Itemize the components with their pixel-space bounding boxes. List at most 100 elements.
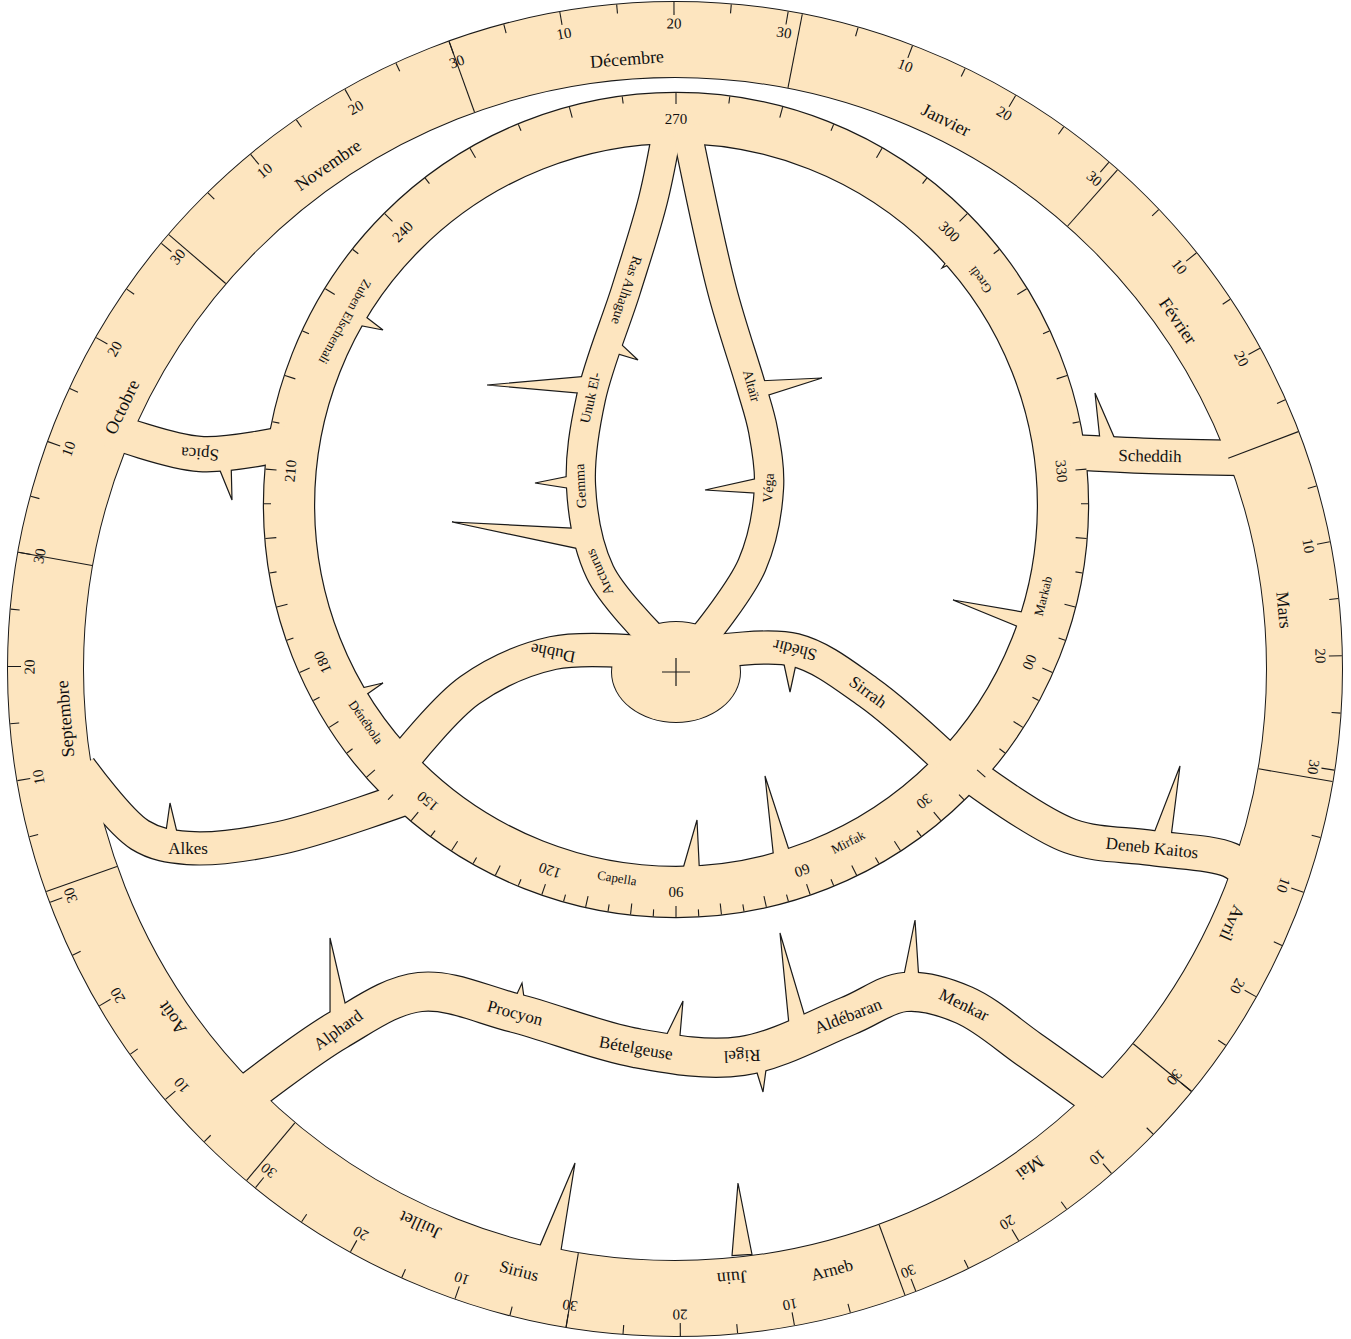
scale-tick — [251, 154, 259, 164]
scale-tick — [999, 749, 1005, 753]
scale-tick — [504, 24, 506, 33]
degree-number: 30 — [914, 790, 935, 811]
star-name: Aldébaran — [812, 995, 884, 1036]
star-name: Alkes — [168, 840, 208, 857]
scale-tick — [787, 895, 789, 902]
scale-tick — [431, 831, 435, 837]
scale-tick — [1152, 210, 1159, 216]
scale-tick — [470, 148, 476, 158]
scale-tick — [675, 93, 676, 104]
scale-tick — [675, 906, 676, 917]
scale-tick — [1043, 331, 1049, 334]
strut-outline — [975, 778, 1258, 882]
scale-tick — [1032, 697, 1038, 700]
star-name: Scheddih — [1118, 447, 1182, 465]
scale-tick — [48, 442, 60, 446]
day-number: 10 — [30, 768, 47, 785]
star-pointer — [732, 1183, 752, 1256]
scale-tick — [792, 1312, 794, 1325]
day-number: 10 — [1169, 256, 1190, 277]
degree-number: 120 — [537, 859, 563, 881]
scale-tick — [303, 331, 309, 334]
scale-tick — [302, 1214, 307, 1221]
scale-tick — [96, 338, 107, 344]
scale-tick — [296, 120, 301, 127]
day-number: 20 — [997, 1212, 1018, 1233]
ecliptic-ring: 270300Gredi330Markab0030Mirfak6090Capell… — [264, 93, 1088, 917]
strut-fill — [80, 768, 415, 848]
scale-tick — [908, 46, 913, 58]
day-number: 20 — [346, 98, 366, 118]
scale-tick — [208, 193, 214, 199]
day-number: 10 — [555, 25, 572, 42]
scale-tick — [560, 12, 562, 25]
scale-tick — [875, 857, 878, 863]
scale-tick — [564, 895, 566, 902]
scale-tick — [680, 1323, 681, 1336]
degree-number: 300 — [936, 219, 963, 246]
rete-outline — [46, 40, 1305, 1299]
scale-tick — [1245, 990, 1256, 996]
star-name: Arcturus — [584, 547, 617, 597]
star-name: Menkar — [937, 986, 992, 1024]
month-name: Août — [155, 998, 190, 1038]
day-number: 10 — [895, 57, 914, 76]
day-number: 10 — [254, 161, 275, 182]
ecliptic-ring-outline — [289, 118, 1063, 892]
strut-outline — [80, 768, 415, 848]
degree-number: 210 — [283, 459, 300, 483]
star-name: Capella — [596, 869, 637, 888]
day-number: 30 — [776, 25, 793, 42]
scale-tick — [542, 884, 546, 894]
scale-tick — [608, 904, 609, 911]
scale-tick — [452, 841, 458, 850]
scale-tick — [566, 1253, 578, 1327]
scale-tick — [1291, 888, 1303, 892]
star-name: Deneb Kaitos — [1105, 835, 1199, 862]
scale-tick — [73, 951, 81, 955]
scale-tick — [425, 178, 429, 184]
day-number: 30 — [898, 1261, 917, 1280]
scale-tick — [1103, 1164, 1112, 1174]
day-number: 20 — [666, 16, 681, 31]
scale-tick — [917, 831, 921, 837]
scale-tick — [1277, 400, 1285, 404]
star-name: Unuk El- — [578, 371, 603, 425]
star-name: Zuben Elschemali — [317, 277, 374, 366]
day-number: 10 — [1299, 537, 1317, 555]
scale-tick — [396, 63, 400, 71]
scale-tick — [1014, 721, 1023, 727]
scale-tick — [698, 909, 699, 916]
scale-tick — [1075, 572, 1082, 573]
scale-tick — [1076, 537, 1087, 539]
scale-tick — [265, 537, 276, 539]
scale-tick — [923, 178, 927, 184]
star-name: Mirfak — [829, 828, 867, 856]
scale-tick — [616, 5, 618, 14]
scale-tick — [518, 124, 521, 130]
scale-tick — [856, 28, 858, 37]
degree-number: 330 — [1052, 459, 1069, 483]
day-number: 10 — [1273, 875, 1292, 894]
day-number: 30 — [447, 53, 466, 72]
scale-tick — [1259, 769, 1333, 782]
scale-tick — [1081, 503, 1088, 504]
star-name: Rigel — [723, 1047, 760, 1065]
scale-tick — [728, 97, 730, 104]
day-number: 30 — [259, 1160, 280, 1181]
month-name: Novembre — [291, 136, 364, 194]
scale-tick — [351, 1240, 357, 1251]
scale-tick — [720, 904, 721, 915]
star-name: Markab — [1032, 575, 1054, 617]
scale-tick — [70, 389, 78, 393]
scale-tick — [653, 909, 654, 916]
star-name: Spica — [181, 444, 220, 464]
scale-tick — [1065, 604, 1076, 607]
strut-outline — [686, 126, 769, 635]
hub-fill — [612, 622, 740, 722]
star-name: Shédir — [771, 636, 818, 663]
month-name: Janvier — [919, 101, 974, 140]
day-number: 20 — [1230, 349, 1250, 369]
